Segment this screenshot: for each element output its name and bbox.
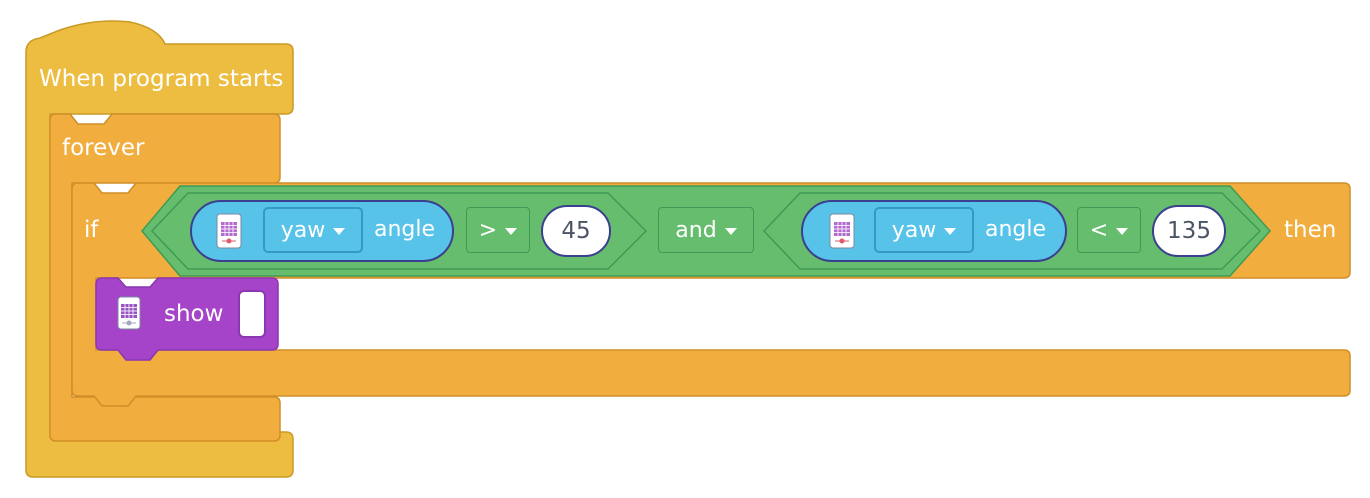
if-label: if	[84, 217, 99, 243]
hat-block-label: When program starts	[39, 66, 284, 92]
microbit-sensor-icon	[216, 213, 242, 249]
hat-block[interactable]	[25, 20, 294, 478]
left-comparator-value: >	[478, 217, 498, 243]
then-label: then	[1284, 217, 1337, 243]
show-block[interactable]	[95, 277, 279, 361]
right-comparator-dropdown[interactable]: <	[1077, 207, 1141, 253]
right-number-input[interactable]: 135	[1152, 205, 1226, 257]
and-operator-dropdown[interactable]: and	[658, 207, 754, 253]
microbit-sensor-icon	[829, 213, 855, 249]
left-axis-dropdown[interactable]: yaw	[263, 207, 363, 253]
led-display-icon	[117, 296, 141, 330]
right-comparator-value: <	[1089, 217, 1109, 243]
and-operator-label: and	[675, 217, 717, 243]
left-number-input[interactable]: 45	[541, 205, 611, 257]
right-axis-dropdown[interactable]: yaw	[874, 207, 974, 253]
left-comparator-dropdown[interactable]: >	[466, 207, 530, 253]
show-block-label: show	[164, 301, 224, 327]
left-axis-value: yaw	[280, 217, 326, 243]
dropdown-caret-icon	[724, 227, 737, 235]
right-axis-value: yaw	[891, 217, 937, 243]
dropdown-caret-icon	[505, 227, 518, 235]
left-angle-label: angle	[374, 217, 436, 242]
dropdown-caret-icon	[333, 227, 346, 235]
show-value-input[interactable]	[238, 290, 266, 338]
right-angle-label: angle	[985, 217, 1047, 242]
forever-block-label: forever	[62, 135, 145, 161]
dropdown-caret-icon	[1116, 227, 1129, 235]
dropdown-caret-icon	[944, 227, 957, 235]
